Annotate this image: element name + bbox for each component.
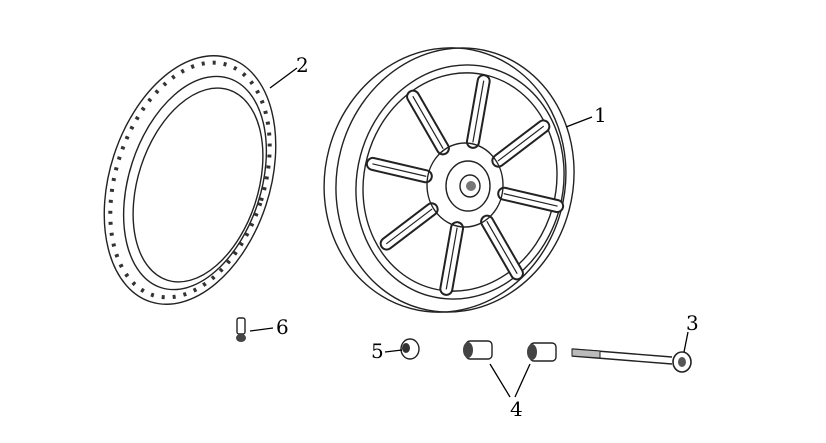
callout-4: 4: [510, 397, 523, 421]
wheel-spoke: [472, 80, 485, 143]
wheel-spoke: [497, 125, 544, 162]
wheel-spoke: [445, 227, 458, 290]
wheel: [323, 47, 575, 313]
callout-3: 3: [686, 311, 699, 335]
wheel-spoke: [372, 163, 427, 177]
callout-6: 6: [276, 315, 289, 339]
wheel-spoke: [503, 193, 558, 207]
valve: [236, 317, 246, 342]
callout-5: 5: [371, 339, 384, 363]
wheel-spoke: [386, 208, 433, 245]
wheel-spoke: [486, 221, 518, 274]
callout-1: 1: [594, 103, 607, 127]
spacer-right: [527, 342, 557, 362]
tire: [103, 55, 277, 305]
axle: [571, 348, 692, 373]
callout-2: 2: [296, 53, 309, 77]
wheel-spoke: [412, 96, 444, 149]
nut: [400, 338, 420, 360]
spacer-left: [463, 340, 493, 360]
